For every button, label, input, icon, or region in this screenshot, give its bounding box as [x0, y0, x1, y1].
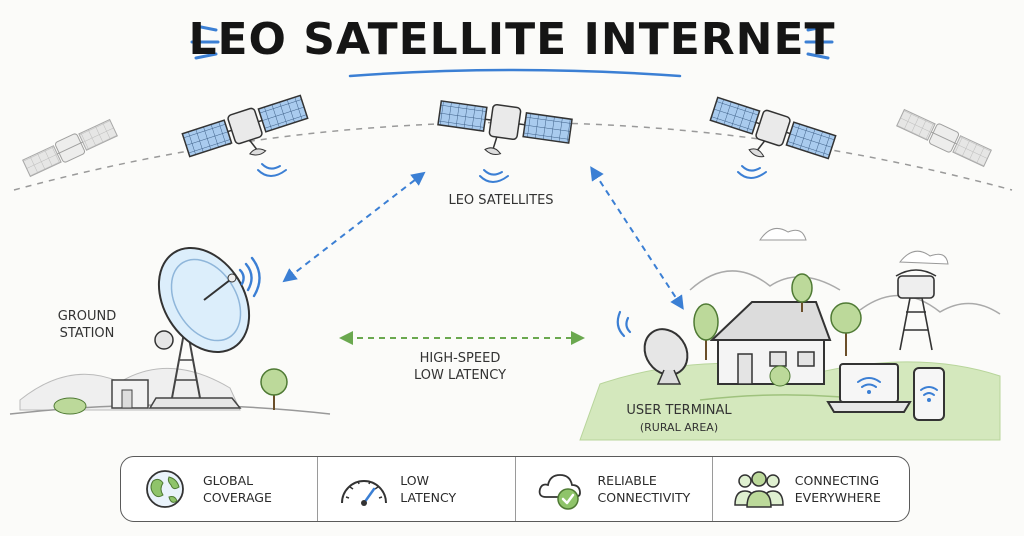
feature-label-line2: LATENCY — [400, 490, 457, 505]
link-speed-label: HIGH-SPEED LOW LATENCY — [400, 350, 520, 384]
satellite-icon — [437, 100, 573, 155]
user-terminal-label: USER TERMINAL (RURAL AREA) — [620, 402, 738, 436]
ground-station-label: GROUND STATION — [48, 308, 126, 342]
feature-label-line2: EVERYWHERE — [794, 490, 881, 505]
page-title: LEO SATELLITE INTERNET — [188, 14, 836, 65]
signal-icon — [257, 163, 767, 183]
satellites-label-text: LEO SATELLITES — [448, 193, 554, 208]
laptop-icon — [826, 363, 912, 413]
uplink-arrow-ground — [282, 171, 426, 283]
ground-station — [9, 246, 331, 415]
feature-label-line1: CONNECTING — [794, 473, 880, 488]
title-accent — [190, 24, 834, 78]
feature-connecting-everywhere: CONNECTING EVERYWHERE — [711, 457, 909, 521]
signal-icon — [238, 256, 261, 298]
features-panel: GLOBAL COVERAGE LOW LATENCY RELIABLE — [120, 456, 910, 522]
feature-global-coverage: GLOBAL COVERAGE — [121, 457, 317, 521]
feature-label-line2: CONNECTIVITY — [597, 490, 691, 505]
people-icon — [733, 471, 784, 508]
feature-label-line1: RELIABLE — [597, 473, 657, 488]
phone-icon — [913, 367, 945, 421]
cloud-check-icon — [538, 474, 581, 510]
tree-icon — [53, 368, 288, 415]
feature-reliable-connectivity: RELIABLE CONNECTIVITY — [514, 457, 712, 521]
feature-global-coverage-text: GLOBAL COVERAGE — [203, 472, 272, 506]
satellite-icon — [896, 108, 992, 168]
satellite-icon — [709, 96, 837, 160]
signal-icon — [616, 310, 632, 338]
link-speed-label-line1: HIGH-SPEED — [419, 351, 501, 366]
tree-icon — [693, 273, 862, 360]
feature-label-line2: COVERAGE — [203, 490, 272, 505]
globe-icon — [146, 470, 184, 508]
feature-reliable-connectivity-text: RELIABLE CONNECTIVITY — [598, 472, 691, 506]
feature-label-line1: GLOBAL — [203, 473, 254, 488]
feature-connecting-everywhere-text: CONNECTING EVERYWHERE — [795, 472, 881, 506]
downlink-arrow-user — [590, 166, 684, 310]
satellite-icon — [181, 94, 309, 158]
feature-low-latency-text: LOW LATENCY — [400, 472, 456, 506]
user-terminal-label-line1: USER TERMINAL — [626, 403, 732, 418]
house-icon — [709, 301, 832, 387]
feature-label-line1: LOW — [400, 473, 429, 488]
satellites-label: LEO SATELLITES — [446, 192, 556, 209]
speedometer-icon — [341, 480, 388, 506]
user-terminal-label-line2: (RURAL AREA) — [639, 421, 719, 434]
link-speed-label-line2: LOW LATENCY — [413, 368, 507, 383]
user-dish-icon — [643, 328, 689, 385]
satellite-icon — [22, 118, 118, 178]
ground-station-label-line2: STATION — [59, 326, 115, 341]
ground-station-label-line1: GROUND — [57, 309, 117, 324]
water-tower-icon — [895, 269, 937, 351]
feature-low-latency: LOW LATENCY — [317, 457, 514, 521]
